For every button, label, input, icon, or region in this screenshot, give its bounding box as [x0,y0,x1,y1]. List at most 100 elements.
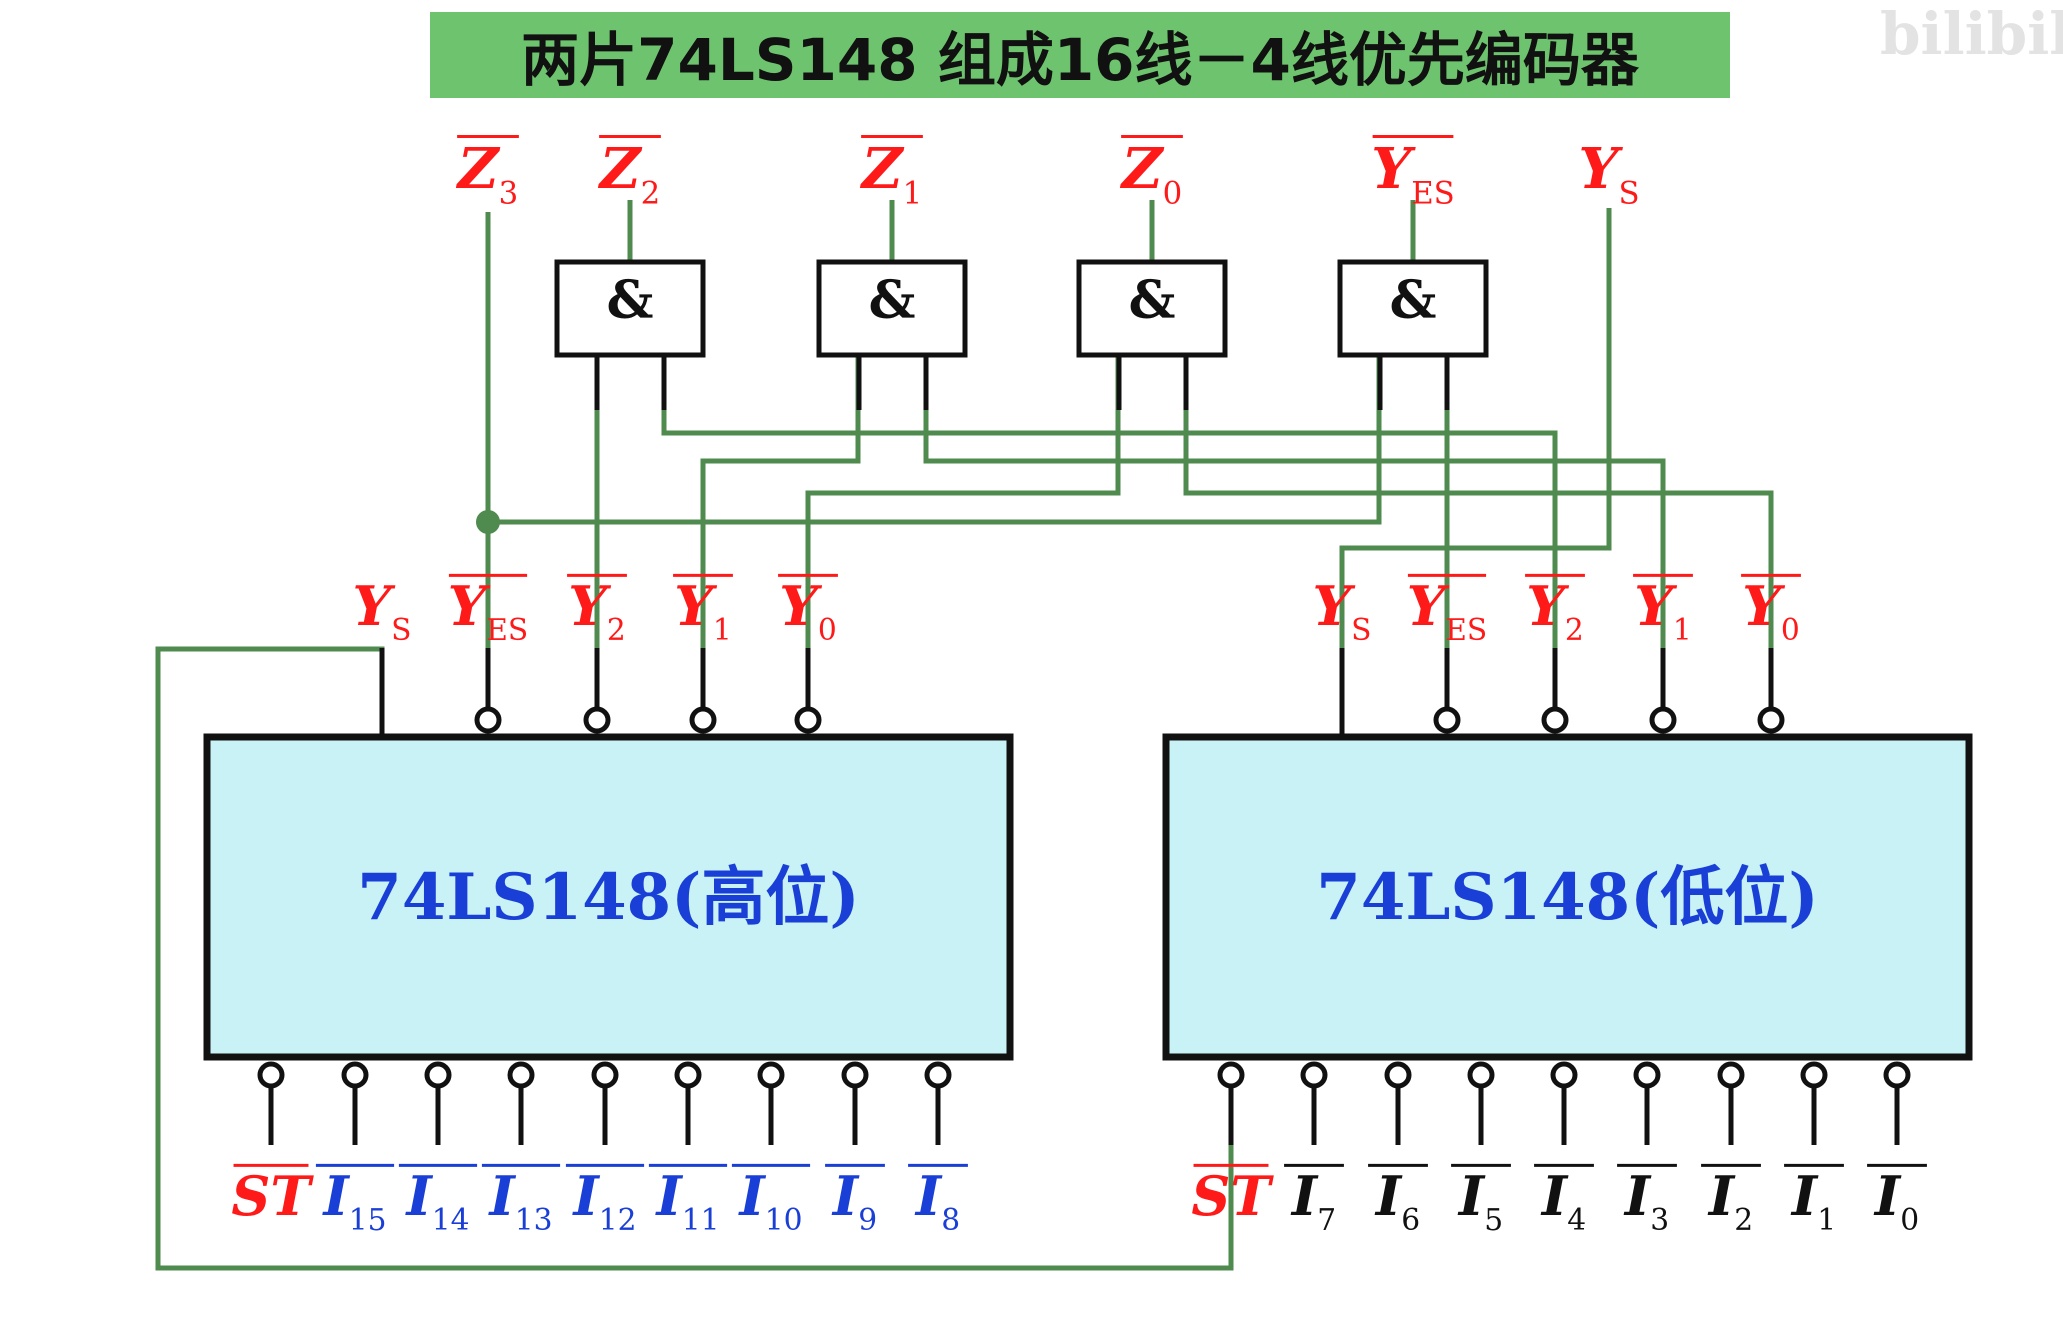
wire-gate2b-low-y1 [923,355,1666,700]
chip-input-label-i5: I5 [1451,1163,1511,1238]
chip-output-label-yes-subscript: ES [1445,613,1487,648]
input-pin [1467,1061,1495,1145]
wire-gate4a-junction [488,355,1382,525]
chip-input-label-i6: I6 [1368,1163,1428,1238]
output-label-z0-base: Z [1120,136,1165,202]
output-pin [474,648,502,734]
input-pin [1717,1061,1745,1145]
chip-output-label-ys-base: Y [1313,574,1356,638]
output-label-z1: Z1 [860,134,923,212]
wire-gate3a-high-y0 [805,355,1121,700]
chip-input-label-st: ST [1191,1163,1274,1228]
chip-output-label-y0-text: Y0 [779,574,836,648]
chip-input-label-i4-base: I [1540,1164,1569,1228]
chip-output-label-y1-text: Y1 [674,574,731,648]
output-pin [583,648,611,734]
wire-gate1b-low-y2 [661,355,1558,700]
chip-input-label-i3: I3 [1617,1163,1677,1238]
chip-input-label-i7-text: I7 [1290,1164,1336,1238]
chip-output-label-yes-subscript: ES [486,613,528,648]
chip-input-label-i6-subscript: 6 [1401,1203,1420,1238]
inversion-bubble [1300,1061,1328,1089]
chip-input-label-i13-text: I13 [487,1164,552,1238]
chip-input-label-i8-text: I8 [914,1164,960,1238]
watermark: bilibili [1880,0,2063,68]
output-pin [1433,648,1461,734]
output-label-z3-subscript: 3 [499,176,519,212]
input-pin [257,1061,285,1145]
chip-input-label-i2-subscript: 2 [1734,1203,1753,1238]
output-label-z1-subscript: 1 [903,176,923,212]
output-label-yes-text: YES [1371,136,1455,212]
chip-output-label-y0-subscript: 0 [1781,613,1800,648]
chip-output-label-y1-base: Y [1634,574,1677,638]
chip-input-label-i15: I15 [315,1163,395,1238]
chip-input-label-i2-base: I [1707,1164,1736,1228]
inversion-bubble [1800,1061,1828,1089]
junction-dot [476,510,500,534]
chip-output-label-y1-subscript: 1 [1673,613,1692,648]
inversion-bubble [674,1061,702,1089]
chip-input-label-i9-base: I [831,1164,860,1228]
chip-input-label-i12: I12 [565,1163,645,1238]
output-label-yes: YES [1371,134,1455,212]
chip-input-label-i14-subscript: 14 [432,1203,470,1238]
and-gate-symbol: & [1390,270,1437,331]
chip-input-label-i0-text: I0 [1873,1164,1919,1238]
output-pin [794,648,822,734]
chip-input-label-i13-subscript: 13 [515,1203,553,1238]
chip-input-label-i11-text: I11 [654,1164,719,1238]
inversion-bubble [341,1061,369,1089]
chip-input-label-i2-text: I2 [1707,1164,1753,1238]
chip-input-label-i6-text: I6 [1374,1164,1420,1238]
chip-input-label-st-text: ST [231,1164,314,1228]
chip-input-label-i3-subscript: 3 [1650,1203,1669,1238]
chip-input-label-i9-text: I9 [831,1164,877,1238]
chip-input-label-i7-base: I [1290,1164,1319,1228]
chip-output-label-ys-base: Y [353,574,396,638]
chip-input-label-i15-text: I15 [321,1164,386,1238]
chip-input-label-i12-text: I12 [571,1164,636,1238]
output-label-z0-text: Z0 [1120,136,1183,212]
and-gate-body [816,259,968,358]
chip-input-label-i1-base: I [1790,1164,1819,1228]
chip-output-label-y2-text: Y2 [1526,574,1583,648]
chip-input-label-i0: I0 [1867,1163,1927,1238]
output-label-z1-text: Z1 [860,136,923,212]
chip-input-label-i11: I11 [648,1163,728,1238]
input-pin [507,1061,535,1145]
input-pin [841,1061,869,1145]
chip-input-label-i4-subscript: 4 [1567,1203,1586,1238]
chip-output-label-yes-base: Y [448,574,491,638]
chip-input-label-i0-subscript: 0 [1900,1203,1919,1238]
input-pin [1883,1061,1911,1145]
chip-input-label-i7-subscript: 7 [1317,1203,1336,1238]
chip-output-label-y2-base: Y [568,574,611,638]
and-gate-symbol: & [607,270,654,331]
and-gate-body [554,259,706,358]
chip-input-label-i2: I2 [1701,1163,1761,1238]
inversion-bubble [1633,1061,1661,1089]
input-pin [1633,1061,1661,1145]
chip-input-label-i13: I13 [481,1163,561,1238]
chip-input-label-i5-subscript: 5 [1484,1203,1503,1238]
chip-input-label-i13-base: I [487,1164,516,1228]
output-pin [689,648,717,734]
chip-input-label-i6-base: I [1374,1164,1403,1228]
inversion-bubble [841,1061,869,1089]
chip-input-label-i1-text: I1 [1790,1164,1836,1238]
inversion-bubble [1717,1061,1745,1089]
chip-output-label-yes-text: YES [1407,574,1488,648]
output-pin [1649,648,1677,734]
and-gate-3: & [1076,259,1228,410]
chip-output-label-y0-text: Y0 [1742,574,1799,648]
chip-input-label-i14: I14 [398,1163,478,1238]
chip-output-label-ys-text: YS [353,574,412,648]
chip-output-label-y1: Y1 [1633,573,1693,648]
chip-output-label-y2-subscript: 2 [1565,613,1584,648]
chip-input-label-i1: I1 [1784,1163,1844,1238]
output-pin [1541,648,1569,734]
inversion-bubble [474,706,502,734]
